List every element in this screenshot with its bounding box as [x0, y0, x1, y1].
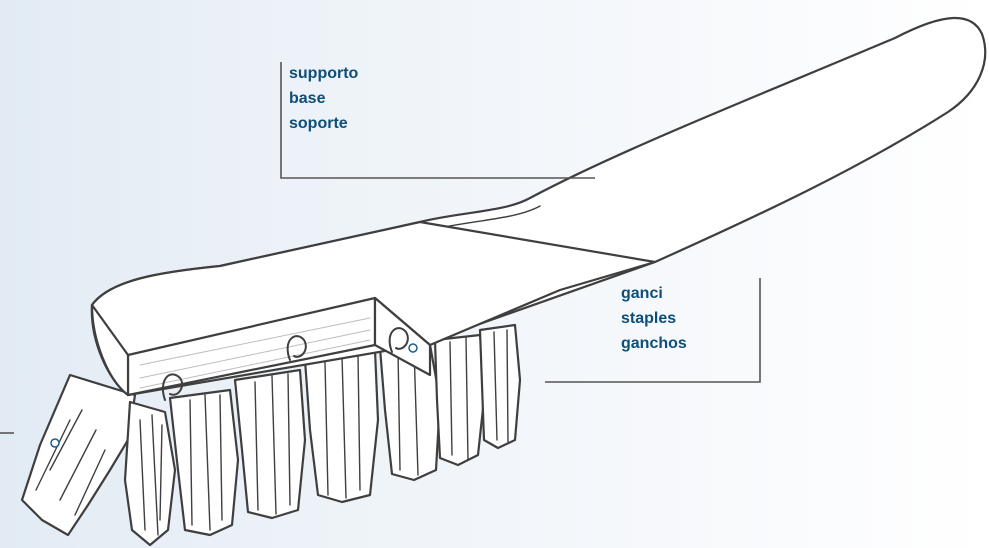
staples-label-spanish: ganchos	[621, 335, 687, 352]
support-label-group: supporto base soporte	[289, 61, 358, 136]
leader-lines	[0, 62, 761, 434]
staples-label-group: ganci staples ganchos	[621, 281, 687, 356]
staple-marker	[408, 343, 418, 353]
staples-label-english: staples	[621, 310, 677, 327]
support-label-spanish: soporte	[289, 115, 348, 132]
support-label-italian: supporto	[289, 65, 359, 82]
bristle-marker	[50, 438, 60, 448]
support-label-english: base	[289, 90, 326, 107]
staples	[161, 327, 409, 401]
support-leader-line	[280, 62, 595, 179]
bristle-tufts	[20, 323, 522, 547]
staples-leader-line	[545, 278, 761, 383]
staples-label-italian: ganci	[621, 285, 663, 302]
